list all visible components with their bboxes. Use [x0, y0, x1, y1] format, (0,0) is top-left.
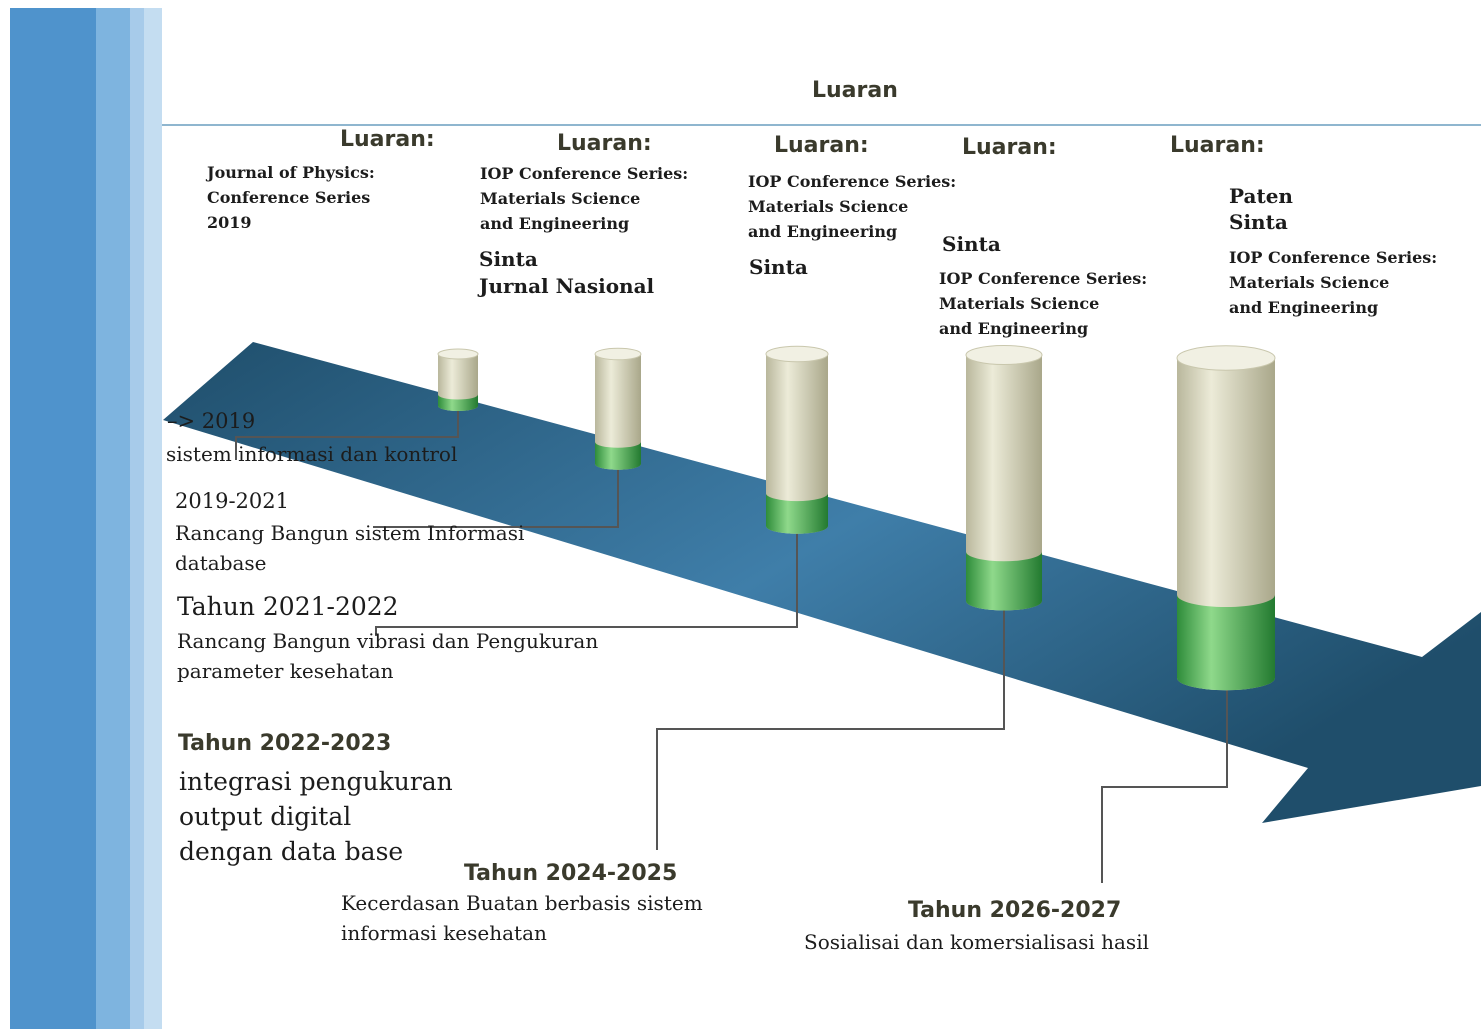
connector-line — [1101, 683, 1228, 883]
cylinder-fill — [1177, 594, 1275, 691]
output-item: Sinta — [479, 247, 538, 271]
output-item: Paten — [1229, 184, 1293, 208]
output-item: Sinta — [1229, 210, 1288, 234]
step-description: integrasi pengukuran output digital deng… — [179, 764, 453, 869]
step-description-line: dengan data base — [179, 837, 404, 866]
output-list: IOP Conference Series: Materials Science… — [939, 266, 1147, 341]
output-item: Journal of Physics: — [207, 163, 375, 182]
output-item: and Engineering — [1229, 298, 1379, 317]
output-item: Sinta — [942, 232, 1001, 256]
output-cylinder — [1176, 345, 1276, 691]
cylinder-top — [965, 345, 1043, 365]
step-description-line: sistem informasi dan kontrol — [166, 442, 458, 466]
output-cylinder — [594, 347, 642, 470]
output-cylinder — [437, 348, 479, 411]
output-item: IOP Conference Series: — [748, 172, 957, 191]
connector-line — [235, 410, 459, 460]
title-rule — [162, 124, 1481, 126]
output-list: IOP Conference Series: Materials Science… — [480, 161, 688, 236]
cylinder-fill — [595, 442, 641, 470]
output-item: IOP Conference Series: — [939, 269, 1148, 288]
diagram-title: Luaran — [812, 78, 898, 103]
output-item: Conference Series — [207, 188, 371, 207]
cylinder-body — [766, 354, 828, 534]
cylinder-top — [594, 347, 642, 361]
luaran-label: Luaran: — [557, 131, 652, 156]
output-item: IOP Conference Series: — [480, 164, 689, 183]
output-item: 2019 — [207, 213, 252, 232]
step-description-line: informasi kesehatan — [341, 921, 547, 945]
output-item: Materials Science — [480, 189, 641, 208]
connector-line — [373, 468, 619, 528]
sidebar-stripe — [130, 8, 144, 1029]
step-description: Sosialisai dan komersialisasi hasil — [804, 927, 1149, 957]
output-item: and Engineering — [939, 319, 1089, 338]
output-list: Sinta Jurnal Nasional — [479, 246, 654, 300]
luaran-label: Luaran: — [962, 135, 1057, 160]
step-description: Rancang Bangun sistem Informasi database — [175, 518, 524, 578]
sidebar-stripe — [10, 8, 96, 1029]
step-description-line: database — [175, 551, 267, 575]
connector-line — [656, 605, 1005, 850]
output-item: Materials Science — [939, 294, 1100, 313]
cylinder-top — [765, 345, 829, 363]
step-description-line: integrasi pengukuran — [179, 767, 453, 796]
cylinder-fill — [438, 394, 478, 411]
step-year: Tahun 2021-2022 — [177, 592, 399, 621]
cylinder-body — [595, 354, 641, 470]
timeline-arrow — [163, 342, 1481, 823]
step-description-line: output digital — [179, 802, 352, 831]
step-year: Tahun 2024-2025 — [464, 861, 678, 886]
output-cylinder — [765, 345, 829, 534]
step-description: sistem informasi dan kontrol — [166, 439, 457, 469]
sidebar-stripe — [144, 8, 162, 1029]
cylinder-top — [437, 348, 479, 360]
step-year: Tahun 2026-2027 — [908, 898, 1122, 923]
step-description-line: Sosialisai dan komersialisasi hasil — [804, 930, 1149, 954]
output-item: Jurnal Nasional — [479, 274, 655, 298]
sidebar-stripe — [96, 8, 130, 1029]
cylinder-fill — [766, 493, 828, 534]
output-list: IOP Conference Series: Materials Science… — [748, 169, 956, 244]
output-list: IOP Conference Series: Materials Science… — [1229, 245, 1437, 320]
output-item: and Engineering — [748, 222, 898, 241]
output-cylinder — [965, 345, 1043, 611]
connector-lines — [235, 410, 1228, 883]
connector-line — [375, 530, 798, 636]
cylinder-top — [1176, 345, 1276, 371]
step-year: Tahun 2022-2023 — [178, 731, 392, 756]
output-item: and Engineering — [480, 214, 630, 233]
step-description: Rancang Bangun vibrasi dan Pengukuran pa… — [177, 626, 598, 686]
cylinder-body — [966, 355, 1042, 611]
step-description-line: Rancang Bangun sistem Informasi — [175, 521, 525, 545]
luaran-label: Luaran: — [774, 133, 869, 158]
step-year: 2019-2021 — [175, 489, 289, 513]
output-list: Journal of Physics: Conference Series 20… — [207, 160, 375, 235]
output-item: Materials Science — [1229, 273, 1390, 292]
luaran-label: Luaran: — [1170, 133, 1265, 158]
step-description: Kecerdasan Buatan berbasis sistem inform… — [341, 888, 703, 948]
step-description-line: Kecerdasan Buatan berbasis sistem — [341, 891, 703, 915]
cylinder-fill — [966, 551, 1042, 611]
decorative-sidebar — [10, 8, 162, 1029]
step-description-line: parameter kesehatan — [177, 659, 394, 683]
luaran-label: Luaran: — [340, 127, 435, 152]
step-description-line: Rancang Bangun vibrasi dan Pengukuran — [177, 629, 599, 653]
cylinders — [437, 345, 1276, 691]
output-list: Paten Sinta — [1229, 183, 1293, 235]
cylinder-body — [438, 354, 478, 411]
output-item: Sinta — [749, 255, 808, 279]
output-item: IOP Conference Series: — [1229, 248, 1438, 267]
step-year: –> 2019 — [167, 409, 256, 433]
output-item: Materials Science — [748, 197, 909, 216]
